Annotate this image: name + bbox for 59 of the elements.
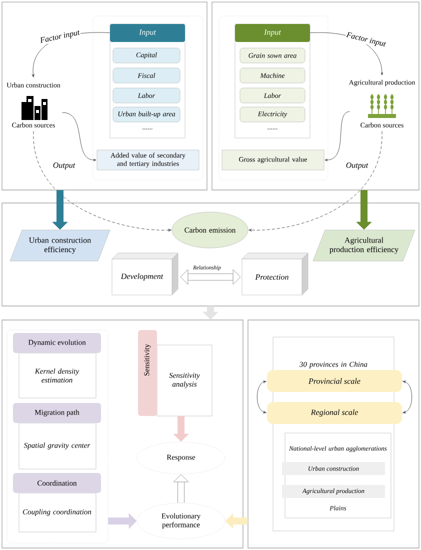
panel-frame [212,2,420,190]
label-text: Protection [255,274,288,280]
dashed-frame [6,330,108,544]
label-text: Urban construction efficiency [29,237,91,254]
block-arrow [52,190,68,230]
dashed-arrow [33,130,172,232]
edge-label: Output [52,162,76,170]
item-pill [240,88,306,104]
item-pill [112,48,180,64]
edge-label: Output [345,162,369,170]
item-pill [240,48,306,64]
panel-frame [2,202,420,306]
block-arrow [173,416,189,442]
block-arrow [173,474,189,503]
label-text: Agricultural production efficiency [330,237,399,254]
label-text: Development [120,273,164,281]
dashed-frame [92,16,204,180]
header-band: Input [110,24,185,42]
block-arrow [202,306,218,320]
item-pill [112,106,180,122]
ellipse-shape [136,502,226,540]
ellipse-shape [136,442,226,474]
dashed-frame [218,16,328,180]
cuboid [112,252,178,296]
scale-band [267,402,402,424]
label-text: Regional scale [310,409,358,417]
item-pill [112,68,180,84]
edge-label: Factor input [344,31,388,49]
item-pill [240,68,306,84]
item-pill [112,88,180,104]
curved-arrow [402,380,412,414]
curved-arrow [62,112,96,162]
method-card [13,473,101,532]
curved-arrow [324,111,350,162]
label-text: Provincial scale [308,378,360,384]
panel-frame [2,320,244,548]
scale-band [267,370,402,392]
block-arrow [180,269,241,285]
sensitivity-card [138,330,212,416]
block-arrow [225,513,248,529]
method-card [13,333,101,398]
parallelogram [312,230,416,262]
output-box [96,150,200,170]
dashed-arrow [248,130,382,232]
header-band: Input [235,24,310,42]
curved-arrow [256,380,266,414]
item-pill [240,106,306,122]
edge-label: Factor input [38,28,82,46]
cuboid [242,252,308,296]
ellipse-shape [172,212,248,248]
parallelogram [10,230,110,262]
category-band [282,485,385,498]
method-card [13,403,101,470]
output-box [222,150,324,170]
block-arrow [356,190,372,230]
category-band [282,462,385,475]
panel-frame [2,2,208,190]
block-arrow [108,513,137,529]
panel-frame [248,320,420,548]
